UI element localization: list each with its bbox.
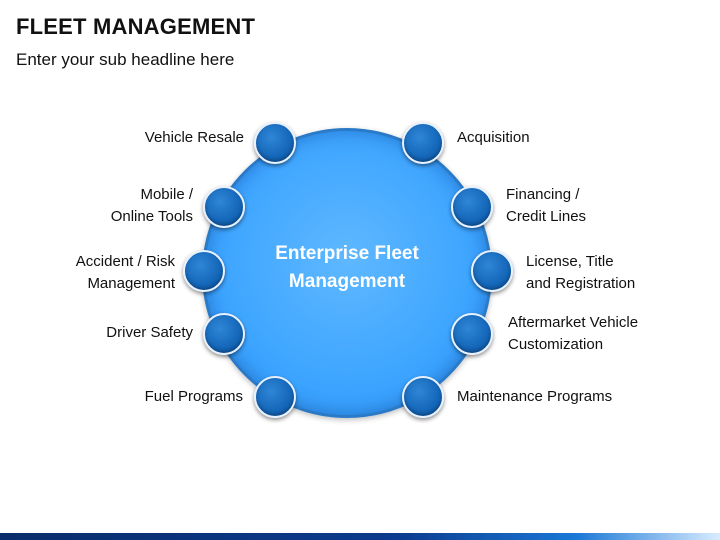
footer-bar bbox=[0, 533, 720, 540]
slide-title: FLEET MANAGEMENT bbox=[16, 14, 256, 39]
node-driver-safety bbox=[203, 313, 245, 355]
node-license-title bbox=[471, 250, 513, 292]
label-maintenance: Maintenance Programs bbox=[457, 388, 613, 405]
label-financing: Financing / Credit Lines bbox=[506, 186, 587, 225]
node-mobile-online-tools bbox=[203, 186, 245, 228]
label-vehicle-resale: Vehicle Resale bbox=[144, 129, 244, 146]
label-mobile-online-tools: Mobile / Online Tools bbox=[110, 186, 193, 225]
hub-label: Enterprise Fleet Management bbox=[275, 243, 419, 292]
node-vehicle-resale bbox=[254, 122, 296, 164]
label-aftermarket: Aftermarket Vehicle Customization bbox=[508, 314, 639, 353]
label-accident-risk: Accident / Risk Management bbox=[75, 253, 175, 292]
hub-circle bbox=[202, 128, 492, 418]
node-financing bbox=[451, 186, 493, 228]
node-maintenance bbox=[402, 376, 444, 418]
label-driver-safety: Driver Safety bbox=[106, 324, 193, 341]
label-fuel-programs: Fuel Programs bbox=[144, 388, 243, 405]
node-accident-risk bbox=[183, 250, 225, 292]
node-acquisition bbox=[402, 122, 444, 164]
label-acquisition: Acquisition bbox=[457, 129, 530, 146]
label-license-title: License, Title and Registration bbox=[526, 253, 636, 292]
node-fuel-programs bbox=[254, 376, 296, 418]
node-aftermarket bbox=[451, 313, 493, 355]
slide-subtitle: Enter your sub headline here bbox=[16, 50, 235, 69]
